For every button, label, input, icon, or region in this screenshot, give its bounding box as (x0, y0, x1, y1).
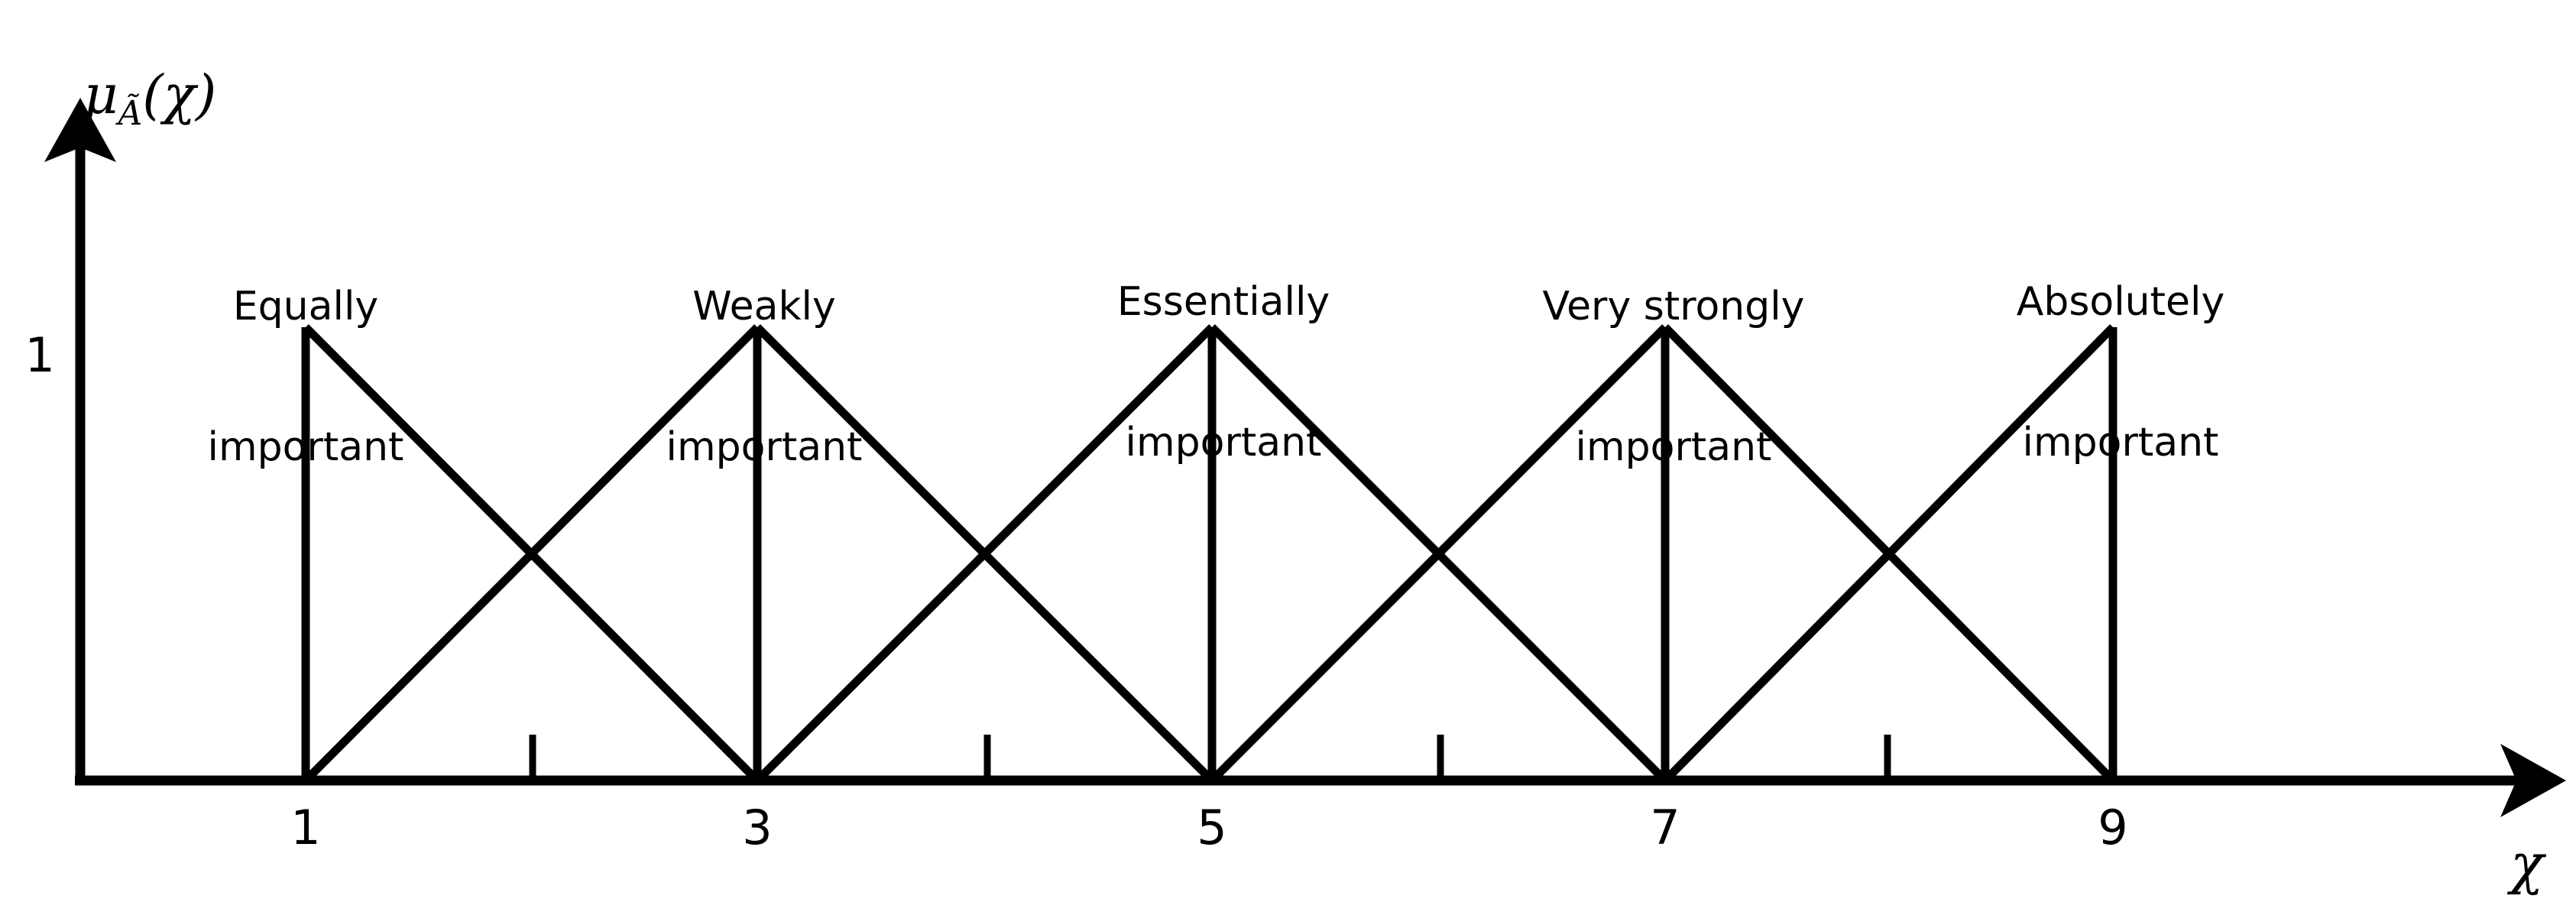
term-line-2: important (1125, 419, 1322, 466)
y-axis-title-subscript: Ã (118, 93, 143, 133)
term-line-1: Very strongly (1542, 283, 1805, 329)
term-line-1: Essentially (1116, 278, 1330, 325)
term-line-2: important (2022, 419, 2219, 466)
term-label-absolutely-important: Absolutely important (2017, 185, 2225, 560)
term-label-equally-important: Equally important (208, 190, 404, 565)
term-line-2: important (666, 424, 863, 470)
y-axis-title-mu: μ (83, 63, 118, 126)
y-axis-arrow-icon (44, 98, 116, 162)
term-label-weakly-important: Weakly important (666, 190, 863, 565)
x-tick-label-5: 5 (1197, 800, 1227, 855)
y-axis-title-arg: (χ) (142, 63, 217, 126)
term-label-very-strongly-important: Very strongly important (1543, 190, 1805, 565)
membership-curves (301, 324, 2118, 784)
x-axis-title: χ (2510, 832, 2544, 896)
x-axis-arrow-icon (2500, 744, 2566, 817)
axes (44, 98, 2566, 817)
mf-left-edge-7 (1209, 324, 1668, 784)
term-label-essentially-important: Essentially important (1117, 185, 1330, 560)
x-tick-label-7: 7 (1650, 800, 1680, 855)
term-line-1: Weakly (692, 283, 836, 329)
term-line-2: important (207, 424, 404, 470)
mf-left-edge-9 (1662, 324, 2116, 784)
term-line-1: Absolutely (2016, 278, 2225, 325)
x-tick-label-1: 1 (290, 800, 321, 855)
y-axis-title: μÃ(χ) (15, 0, 216, 196)
x-axis-minor-ticks (529, 735, 1891, 781)
x-tick-label-9: 9 (2098, 800, 2128, 855)
term-line-1: Equally (232, 283, 379, 329)
mf-absolutely-important (1662, 324, 2118, 784)
y-tick-label-1: 1 (24, 327, 55, 383)
mf-left-edge-5 (754, 324, 1215, 784)
term-line-2: important (1575, 424, 1772, 470)
mf-left-edge-3 (303, 324, 760, 784)
x-tick-label-3: 3 (742, 800, 773, 855)
